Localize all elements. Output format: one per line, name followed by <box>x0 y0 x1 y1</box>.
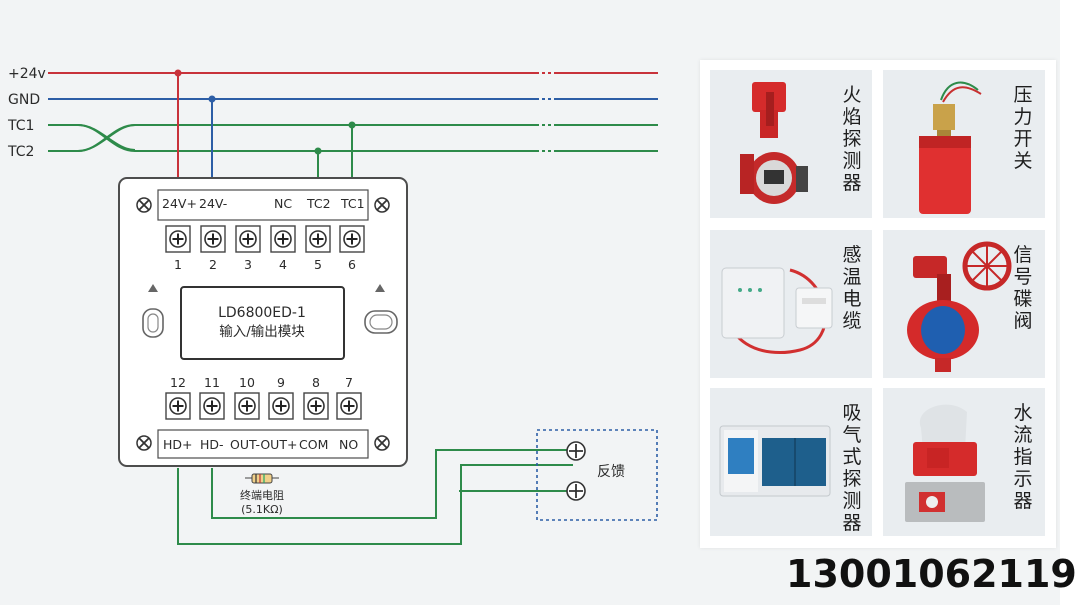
pressure-switch-icon <box>919 81 982 214</box>
terminal-screw-icon <box>270 225 296 253</box>
phone-number: 13001062119 <box>786 552 1077 596</box>
aspirating-detector-icon <box>719 425 831 497</box>
terminal-screw-icon <box>165 225 191 253</box>
terminal-header-com: COM <box>299 437 328 452</box>
terminal-header-tc2: TC2 <box>306 196 331 211</box>
device-card-flame-detector: 火焰探测器 <box>710 70 872 218</box>
device-panel: 火焰探测器 压力开关 感温电缆 <box>700 60 1056 548</box>
terminal-screw-icon <box>199 392 225 420</box>
terminal-header-nc: NC <box>274 196 292 211</box>
terminal-number: 6 <box>348 257 356 272</box>
terminal-header-tc1: TC1 <box>340 196 365 211</box>
resistor-label: 终端电阻 <box>240 488 284 502</box>
corner-screw-icon <box>374 197 390 213</box>
bus-label-tc1: TC1 <box>7 118 34 134</box>
bus-label-24v: +24v <box>8 66 46 82</box>
terminal-number: 2 <box>209 257 217 272</box>
device-label: 火焰探测器 <box>842 84 862 194</box>
corner-screw-icon <box>374 435 390 451</box>
top-terminal-row <box>165 225 365 253</box>
terminal-screw-icon <box>200 225 226 253</box>
bottom-terminal-row <box>165 392 362 420</box>
terminal-number: 11 <box>204 375 220 390</box>
feedback-terminal-icon <box>566 441 586 461</box>
device-label: 压力开关 <box>1013 84 1033 172</box>
signal-butterfly-valve-icon <box>907 241 1012 372</box>
indicator-triangle-icon <box>375 284 385 292</box>
terminal-header-no: NO <box>339 437 358 452</box>
corner-screw-icon <box>136 435 152 451</box>
terminal-header-24v-minus: 24V- <box>199 196 227 211</box>
device-card-water-flow-indicator: 水流指示器 <box>883 388 1045 536</box>
terminal-number: 4 <box>279 257 287 272</box>
terminal-screw-icon <box>336 392 362 420</box>
bus-label-gnd: GND <box>8 92 40 108</box>
wiring-diagram: +24v GND TC1 TC2 24V+ 24V- NC TC2 TC1 1 … <box>7 66 658 545</box>
terminal-screw-icon <box>339 225 365 253</box>
terminal-screw-icon <box>268 392 294 420</box>
module-name: 输入/输出模块 <box>219 324 305 340</box>
terminal-screw-icon <box>165 392 191 420</box>
device-label: 水流指示器 <box>1013 402 1033 512</box>
flame-detector-icon <box>740 82 808 204</box>
water-flow-indicator-icon <box>905 404 985 522</box>
terminal-header-hd-minus: HD- <box>200 437 224 452</box>
device-label: 信号碟阀 <box>1013 244 1033 332</box>
terminal-number: 12 <box>170 375 186 390</box>
mounting-slot-icon <box>364 310 398 334</box>
module-model: LD6800ED-1 <box>218 305 306 321</box>
terminal-number: 8 <box>312 375 320 390</box>
module-label-plate <box>180 286 345 360</box>
device-label: 吸气式探测器 <box>842 402 862 534</box>
device-label: 感温电缆 <box>842 244 862 332</box>
terminal-screw-icon <box>234 392 260 420</box>
terminal-number: 9 <box>277 375 285 390</box>
terminal-screw-icon <box>305 225 331 253</box>
device-card-heat-sensing-cable: 感温电缆 <box>710 230 872 378</box>
device-card-aspirating-detector: 吸气式探测器 <box>710 388 872 536</box>
device-card-pressure-switch: 压力开关 <box>883 70 1045 218</box>
terminal-number: 3 <box>244 257 252 272</box>
terminal-resistor-icon <box>245 473 279 484</box>
mounting-slot-icon <box>142 308 164 338</box>
terminal-header-24v-plus: 24V+ <box>162 196 197 211</box>
terminal-number: 10 <box>239 375 255 390</box>
bus-label-tc2: TC2 <box>7 144 34 160</box>
terminal-number: 7 <box>345 375 353 390</box>
feedback-terminal-icon <box>566 481 586 501</box>
terminal-header-out: OUT-OUT+ <box>230 437 297 452</box>
feedback-box <box>536 429 658 521</box>
heat-sensing-cable-icon <box>721 267 833 355</box>
terminal-number: 1 <box>174 257 182 272</box>
terminal-screw-icon <box>303 392 329 420</box>
feedback-label: 反馈 <box>597 464 625 480</box>
terminal-header-hd-plus: HD+ <box>163 437 193 452</box>
indicator-triangle-icon <box>148 284 158 292</box>
terminal-number: 5 <box>314 257 322 272</box>
device-card-signal-butterfly-valve: 信号碟阀 <box>883 230 1045 378</box>
corner-screw-icon <box>136 197 152 213</box>
resistor-value: (5.1KΩ) <box>241 503 283 516</box>
terminal-screw-icon <box>235 225 261 253</box>
